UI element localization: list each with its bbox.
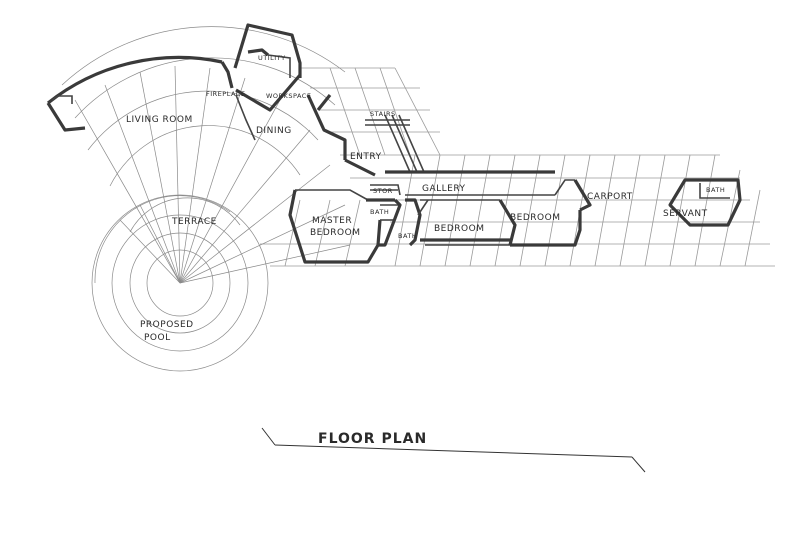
label-servant: SERVANT bbox=[663, 209, 708, 219]
title-block: FLOOR PLAN bbox=[261, 427, 646, 473]
bedroom-wing-walls bbox=[288, 170, 592, 264]
label-dining: DINING bbox=[256, 126, 292, 136]
label-fireplace: FIREPLACE bbox=[206, 90, 245, 98]
label-bedroom-2: BEDROOM bbox=[510, 213, 560, 223]
living-room-walls bbox=[46, 23, 347, 160]
servant-quarters bbox=[668, 178, 742, 227]
label-bath-master: BATH bbox=[370, 208, 389, 216]
label-entry: ENTRY bbox=[350, 152, 382, 162]
label-pool: POOL bbox=[144, 333, 171, 343]
entry-stairs bbox=[344, 114, 425, 196]
label-gallery: GALLERY bbox=[422, 184, 466, 194]
label-workspace: WORKSPACE bbox=[266, 92, 311, 100]
label-bath-servant: BATH bbox=[706, 186, 725, 194]
radial-grid bbox=[61, 26, 351, 284]
label-stor: STOR bbox=[373, 187, 393, 195]
label-bath-2: BATH bbox=[398, 232, 417, 240]
label-terrace: TERRACE bbox=[171, 217, 217, 227]
label-living-room: LIVING ROOM bbox=[126, 115, 193, 125]
label-bedroom-1: BEDROOM bbox=[434, 224, 484, 234]
label-master-bedroom: BEDROOM bbox=[310, 228, 360, 238]
label-utility: UTILITY bbox=[258, 54, 286, 62]
plan-title: FLOOR PLAN bbox=[318, 431, 427, 447]
label-proposed: PROPOSED bbox=[140, 320, 194, 330]
label-carport: CARPORT bbox=[587, 192, 633, 202]
pool bbox=[91, 194, 269, 372]
label-stairs: STAIRS bbox=[370, 110, 396, 118]
label-master: MASTER bbox=[312, 216, 352, 226]
room-labels: UTILITY FIREPLACE WORKSPACE LIVING ROOM … bbox=[126, 54, 725, 343]
